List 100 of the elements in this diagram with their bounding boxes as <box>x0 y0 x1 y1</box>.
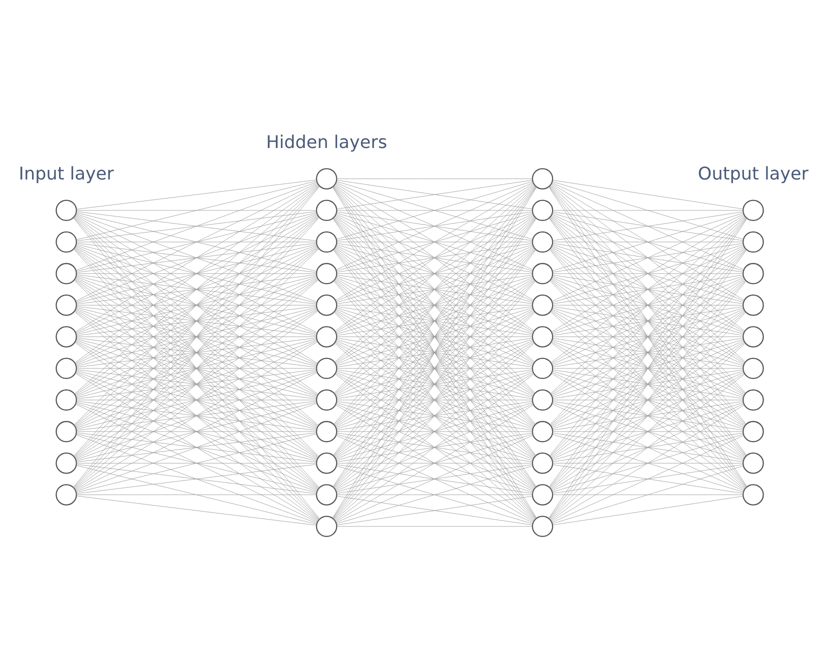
connector <box>76 400 317 430</box>
connector <box>550 342 746 489</box>
node-circle <box>742 262 764 284</box>
connector <box>76 337 317 367</box>
connector <box>336 462 532 463</box>
connector <box>75 278 318 426</box>
node-circle <box>532 168 554 189</box>
connector <box>74 278 318 458</box>
connector <box>550 279 746 456</box>
connector <box>552 306 744 336</box>
connector <box>74 246 318 426</box>
connector <box>336 464 533 494</box>
connector <box>76 462 317 463</box>
node-circle <box>742 388 764 410</box>
connector <box>336 274 533 304</box>
connector <box>76 272 317 274</box>
connector <box>336 306 533 336</box>
connector <box>76 338 317 398</box>
node-circle <box>532 420 554 442</box>
connector <box>552 400 744 430</box>
node-circle <box>742 199 764 221</box>
connector <box>552 337 744 367</box>
connector <box>75 183 318 332</box>
connector <box>552 304 744 305</box>
connector <box>76 370 317 430</box>
connector <box>335 278 534 395</box>
connector <box>552 212 744 271</box>
connector <box>336 402 533 460</box>
node-circle <box>532 357 554 379</box>
node-circle <box>56 326 77 347</box>
connector <box>76 274 317 304</box>
node-circle <box>532 262 554 284</box>
node-circle <box>316 199 338 221</box>
connector <box>76 340 318 459</box>
node-circle <box>316 484 338 505</box>
node-circle <box>316 230 338 252</box>
connector <box>336 304 532 305</box>
connector <box>76 242 317 272</box>
connector <box>552 182 744 270</box>
connector <box>336 434 534 522</box>
node-circle <box>742 452 764 474</box>
connector <box>76 244 317 303</box>
node-circle <box>532 452 554 474</box>
connector <box>75 214 318 364</box>
connector <box>552 494 744 495</box>
connector <box>336 241 532 242</box>
connector <box>336 245 534 333</box>
label: Hidden layers <box>266 132 388 153</box>
connector <box>552 274 744 304</box>
connector <box>76 244 318 334</box>
connector <box>552 402 744 460</box>
node-circle <box>532 388 554 410</box>
connector <box>335 182 534 300</box>
connector <box>552 495 744 525</box>
node-circle <box>742 326 764 347</box>
connector <box>74 184 318 362</box>
node-circle <box>56 294 77 316</box>
node-circle <box>316 262 338 284</box>
node-circle <box>316 326 338 347</box>
connector <box>552 179 744 209</box>
node-circle <box>742 294 764 316</box>
connector <box>336 212 533 271</box>
node-circle <box>316 168 338 189</box>
connector <box>336 403 534 491</box>
node-circle <box>56 199 77 221</box>
label: Output layer <box>698 164 808 184</box>
connector <box>552 399 744 400</box>
connector <box>75 246 318 395</box>
connector <box>552 430 744 432</box>
node-circle <box>742 484 764 505</box>
connector <box>550 216 746 394</box>
connector <box>76 306 317 366</box>
node-circle <box>742 230 764 252</box>
connector <box>550 310 746 458</box>
connector <box>76 179 317 209</box>
connector <box>551 341 744 458</box>
connector <box>552 465 744 524</box>
connector <box>76 304 317 305</box>
connector <box>334 248 534 425</box>
connector <box>336 495 533 525</box>
connector <box>76 403 318 522</box>
connector <box>76 214 318 332</box>
connector <box>74 342 318 520</box>
connector <box>76 275 317 334</box>
connector <box>552 307 744 366</box>
connector <box>336 244 533 302</box>
node-circle <box>56 230 77 252</box>
connector <box>334 342 534 489</box>
connector <box>552 369 744 398</box>
connector <box>550 184 746 362</box>
connector <box>76 433 317 492</box>
node-circle <box>56 420 77 442</box>
node-circle <box>316 388 338 410</box>
connector <box>552 308 744 396</box>
connector <box>336 494 532 495</box>
connector <box>550 342 746 520</box>
connector <box>76 336 317 337</box>
connector <box>76 212 317 272</box>
connector <box>550 373 746 520</box>
connector <box>76 434 318 523</box>
